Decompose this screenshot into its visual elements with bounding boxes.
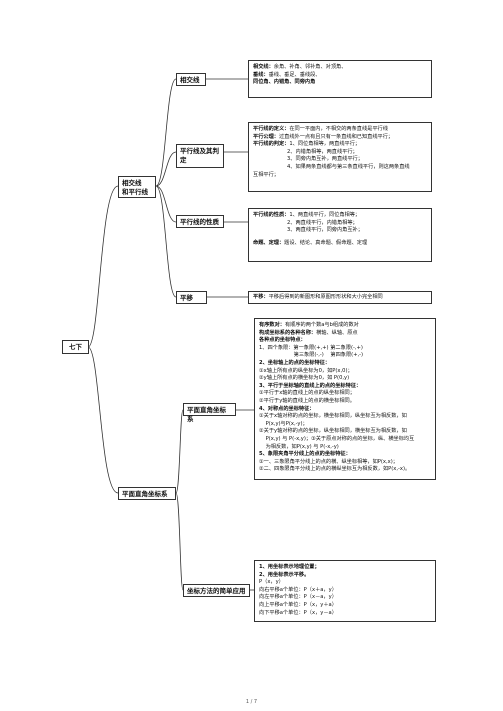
content-line: 4、对称点的坐标特征： xyxy=(259,405,315,412)
content-line: 平行公理：过直线外一点有且只有一条直线和已知直线平行； xyxy=(253,133,394,140)
content-line: 相交线：余角、补角、邻补角、对顶角、 xyxy=(253,64,347,70)
subtopic-label: 相交线 xyxy=(180,76,200,84)
branch-label: 平面直角坐标系 xyxy=(122,490,168,498)
content-line: 1、用坐标表示地理位置； xyxy=(259,564,320,570)
content-line: 2、用坐标表示平移。 xyxy=(259,571,310,578)
content-line: 命题、定理：题设、结论、真命题、假命题、定理 xyxy=(253,239,368,246)
content-line: ①一、三象限角平分线上的点的横、纵坐标相等，如P(x,x)； xyxy=(259,458,398,465)
content-line: 构成坐标系的各种名称：横轴、纵轴、原点 xyxy=(259,329,358,336)
content-line: 向上平移a个单位：P（x，y＋a） xyxy=(259,601,337,608)
subtopic-label: 坐标方法的简单应用 xyxy=(187,587,246,595)
content-line: 平行线的定义：在同一平面内，不相交的两条直线是平行线 xyxy=(253,126,388,132)
subtopic-intersecting-lines: 相交线 xyxy=(176,73,206,86)
subtopic-parallel-lines-criteria: 平行线及其判 定 xyxy=(176,144,224,168)
branch-coordinate-system: 平面直角坐标系 xyxy=(118,487,176,500)
content-translation: 平移：平移后得到的新图形和原图形形状和大小完全相同 xyxy=(248,291,432,304)
content-line: 1、四个象限：第一象限(+,+) 第二象限(-,+) xyxy=(259,344,363,351)
content-line: 为相反数，如P(x,y) 与 P(-x,-y) xyxy=(259,443,339,450)
content-line: 5、象限夹角平分线上的点的坐标特征： xyxy=(259,451,351,458)
content-line: 向左平移a个单位：P（x－a，y） xyxy=(259,594,337,601)
subtopic-translation: 平移 xyxy=(176,291,207,304)
branch-intersect-parallel: 相交线 和平行线 xyxy=(118,176,156,198)
content-line: 平行线的性质：1、两直线平行，同位角相等； xyxy=(253,212,361,218)
content-line: 2、两直线平行，内错角相等； xyxy=(287,219,358,226)
content-line: ②关于y轴对称的点的坐标，纵坐标相同，横坐标互为相反数，如 xyxy=(259,428,407,435)
content-intersecting-lines: 相交线：余角、补角、邻补角、对顶角、 垂线：垂线、垂足、垂线段、 同位角、内错角… xyxy=(248,60,432,98)
content-line: 有序数对：有顺序的两个数a与b组成的数对 xyxy=(259,322,359,328)
subtopic-coordinate-applications: 坐标方法的简单应用 xyxy=(183,584,250,597)
content-line: 同位角、内错角、同旁内角 xyxy=(253,79,316,86)
content-line: P(x,y)与P(x,-y)； xyxy=(259,420,308,427)
content-line: 互相平行； xyxy=(253,171,279,178)
content-line: 3、同旁内角互补，两直线平行； xyxy=(287,156,363,163)
content-parallel-lines-properties: 平行线的性质：1、两直线平行，同位角相等； 2、两直线平行，内错角相等； 3、两… xyxy=(248,208,432,262)
content-line: 向右平移a个单位：P（x＋a，y） xyxy=(259,586,337,593)
subtopic-parallel-lines-properties: 平行线的性质 xyxy=(176,215,224,228)
content-line: ②二、四象限角平分线上的点的横纵坐标互为相反数，如P(x,-x)。 xyxy=(259,466,411,473)
content-line: ②y轴上所有点的横坐标为0，如 P(0,y) xyxy=(259,375,350,382)
content-line: ①平行于x轴的直线上的点的纵坐标相同； xyxy=(259,390,355,397)
root-label: 七下 xyxy=(69,343,82,351)
content-line: ①关于x轴对称的点的坐标，横坐标相同，纵坐标互为相反数，如 xyxy=(259,413,407,420)
subtopic-label: 平行线的性质 xyxy=(180,218,219,226)
subtopic-label: 平面直角坐标系 xyxy=(187,406,226,423)
content-line: 垂线：垂线、垂足、垂线段、 xyxy=(253,71,321,78)
content-line: 3、平行于坐标轴的直线上的点的坐标特征： xyxy=(259,382,362,389)
content-line: 3、两直线平行，同旁内角互补； xyxy=(287,227,363,234)
subtopic-label: 平行线及其判 xyxy=(180,147,219,155)
content-line: 2、坐标轴上的点的坐标特征： xyxy=(259,359,331,366)
branch-label: 和平行线 xyxy=(122,188,148,196)
content-parallel-lines-criteria: 平行线的定义：在同一平面内，不相交的两条直线是平行线 平行公理：过直线外一点有且… xyxy=(248,122,432,192)
content-line: 平行线的判定：1、同位角相等，两直线平行； xyxy=(253,141,361,148)
content-line: P（x，y） xyxy=(259,579,284,586)
content-line: 4、如果两条直线都与第三条直线平行，则这两条直线 xyxy=(287,163,410,170)
content-line: 平移：平移后得到的新图形和原图形形状和大小完全相同 xyxy=(253,294,383,300)
content-line: 第三象限(-,-) 第四象限(+,-) xyxy=(259,352,364,359)
content-coordinate-applications: 1、用坐标表示地理位置； 2、用坐标表示平移。 P（x，y） 向右平移a个单位：… xyxy=(254,560,436,622)
subtopic-label: 定 xyxy=(180,156,187,164)
content-line: ②平行于y轴的直线上的点的横坐标相同。 xyxy=(259,397,355,404)
branch-label: 相交线 xyxy=(122,179,142,187)
content-line: P(x,y) 与 P(-x,y)；③关于原点对称的点的坐标，纵、横坐标均互 xyxy=(259,435,415,442)
content-coordinate-system: 有序数对：有顺序的两个数a与b组成的数对 构成坐标系的各种名称：横轴、纵轴、原点… xyxy=(254,318,436,480)
subtopic-label: 平移 xyxy=(180,294,193,302)
content-line: ①x轴上所有点的纵坐标为0，如P(x,0)； xyxy=(259,367,353,374)
page-number: 1 / 7 xyxy=(245,699,258,705)
content-line: 向下平移a个单位：P（x，y－a） xyxy=(259,609,337,616)
content-line: 各种点的坐标特点： xyxy=(259,337,306,344)
content-line: 2、内错角相等，两直线平行； xyxy=(287,148,358,155)
root-node: 七下 xyxy=(62,340,89,354)
subtopic-coordinate-system: 平面直角坐标系 xyxy=(183,403,236,423)
